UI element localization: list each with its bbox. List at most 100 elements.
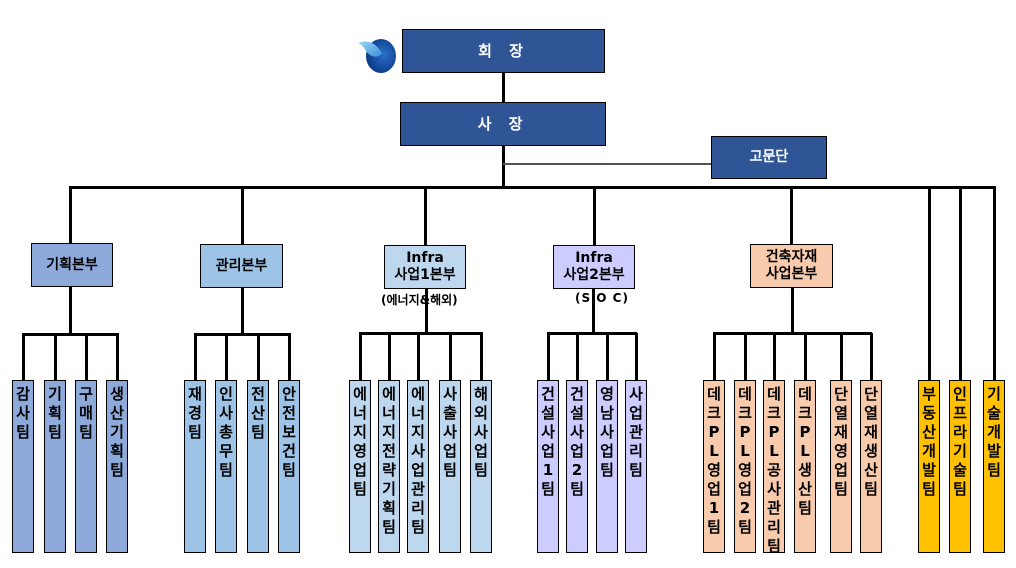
team-label-char: 건 bbox=[282, 442, 296, 460]
connector bbox=[576, 333, 579, 381]
chairman-label: 회 장 bbox=[478, 42, 529, 60]
team-label-char: 데 bbox=[798, 385, 812, 403]
team-label-char: 생 bbox=[110, 385, 124, 403]
team-label-char: 영 bbox=[738, 461, 752, 479]
team-label-char: 전 bbox=[251, 385, 265, 403]
team-label-char: 관 bbox=[629, 423, 643, 441]
team-label-char: 해 bbox=[474, 385, 488, 403]
team-label-char: 열 bbox=[864, 404, 878, 422]
team-label-char: 산 bbox=[251, 404, 265, 422]
team-label-char: 획 bbox=[110, 442, 124, 460]
connector bbox=[502, 73, 505, 102]
team-label-char: 팀 bbox=[707, 518, 721, 536]
team-label-char: 라 bbox=[953, 423, 967, 441]
team-label-char: 영 bbox=[834, 442, 848, 460]
division-label-line1: Infra bbox=[406, 250, 444, 267]
division-label: 기획본부 bbox=[46, 256, 98, 273]
team-label-char: 부 bbox=[922, 385, 936, 403]
team-label-char: 안 bbox=[282, 385, 296, 403]
company-logo-icon bbox=[358, 39, 396, 73]
team-label-char: 략 bbox=[382, 461, 396, 479]
team-label-char: 재 bbox=[834, 423, 848, 441]
team-label-char: 팀 bbox=[282, 461, 296, 479]
sub-bus-line bbox=[195, 333, 290, 336]
team-label-char: P bbox=[768, 423, 780, 441]
team-label-char: 건 bbox=[541, 385, 555, 403]
sub-bus-line bbox=[547, 332, 637, 335]
team-label-char: 에 bbox=[411, 385, 425, 403]
team-label-char: 사 bbox=[600, 423, 614, 441]
team-label-char: 팀 bbox=[411, 518, 425, 536]
team-label-char: 획 bbox=[48, 404, 62, 422]
team-label-char: 업 bbox=[600, 442, 614, 460]
chairman-box: 회 장 bbox=[402, 29, 605, 73]
team-label-char: 팀 bbox=[922, 480, 936, 498]
team-label-char: 남 bbox=[600, 404, 614, 422]
division-label: 관리본부 bbox=[215, 257, 268, 274]
team-label-char: 지 bbox=[353, 423, 367, 441]
team-label-char: 데 bbox=[767, 385, 781, 403]
team-label-char: 생 bbox=[798, 461, 812, 479]
team-label-char: 보 bbox=[282, 423, 296, 441]
team-label-char: 사 bbox=[411, 442, 425, 460]
team-label-char: L bbox=[740, 442, 750, 460]
division-label-line2: 사업2본부 bbox=[563, 267, 625, 283]
team-label-char: 팀 bbox=[864, 480, 878, 498]
team-label-char: 총 bbox=[219, 423, 233, 441]
team-label-char: 데 bbox=[738, 385, 752, 403]
team-label-char: 재 bbox=[188, 385, 202, 403]
team-label-char: 단 bbox=[864, 385, 878, 403]
advisory-label: 고문단 bbox=[749, 149, 789, 166]
team-label-char: 팀 bbox=[798, 499, 812, 517]
team-label-char: 팀 bbox=[541, 480, 555, 498]
team-label-char: 인 bbox=[219, 385, 233, 403]
team-label-char: 업 bbox=[707, 480, 721, 498]
team-label-char: 팀 bbox=[834, 480, 848, 498]
team-label-char: 사 bbox=[541, 423, 555, 441]
connector bbox=[993, 333, 996, 381]
team-label-char: P bbox=[799, 423, 811, 441]
team-label-char: 너 bbox=[353, 404, 367, 422]
connector bbox=[744, 333, 747, 381]
team-label-char: 크 bbox=[707, 404, 721, 422]
team-label-char: 열 bbox=[834, 404, 848, 422]
team-label-char: 팀 bbox=[188, 423, 202, 441]
connector bbox=[116, 333, 119, 381]
connector bbox=[993, 186, 996, 382]
team-label-char: 업 bbox=[443, 442, 457, 460]
team-label-char: 업 bbox=[738, 480, 752, 498]
connector bbox=[928, 333, 931, 381]
connector bbox=[225, 333, 228, 381]
team-label-char: 팀 bbox=[79, 423, 93, 441]
team-label-char: 팀 bbox=[767, 537, 781, 555]
connector bbox=[85, 333, 88, 381]
team-label-char: 산 bbox=[110, 404, 124, 422]
team-label-char: 업 bbox=[353, 461, 367, 479]
team-label-char: 데 bbox=[707, 385, 721, 403]
advisory-connector bbox=[503, 163, 713, 165]
team-label-char: 기 bbox=[953, 442, 967, 460]
team-label-char: 리 bbox=[411, 499, 425, 517]
team-label-char: 1 bbox=[708, 499, 720, 517]
team-label-char: 팀 bbox=[382, 518, 396, 536]
connector bbox=[791, 288, 794, 335]
connector bbox=[359, 333, 362, 381]
connector bbox=[773, 333, 776, 381]
team-label-char: 사 bbox=[570, 423, 584, 441]
team-label-char: 관 bbox=[767, 499, 781, 517]
connector bbox=[449, 333, 452, 381]
team-label-char: 사 bbox=[767, 480, 781, 498]
team-label-char: 에 bbox=[382, 385, 396, 403]
